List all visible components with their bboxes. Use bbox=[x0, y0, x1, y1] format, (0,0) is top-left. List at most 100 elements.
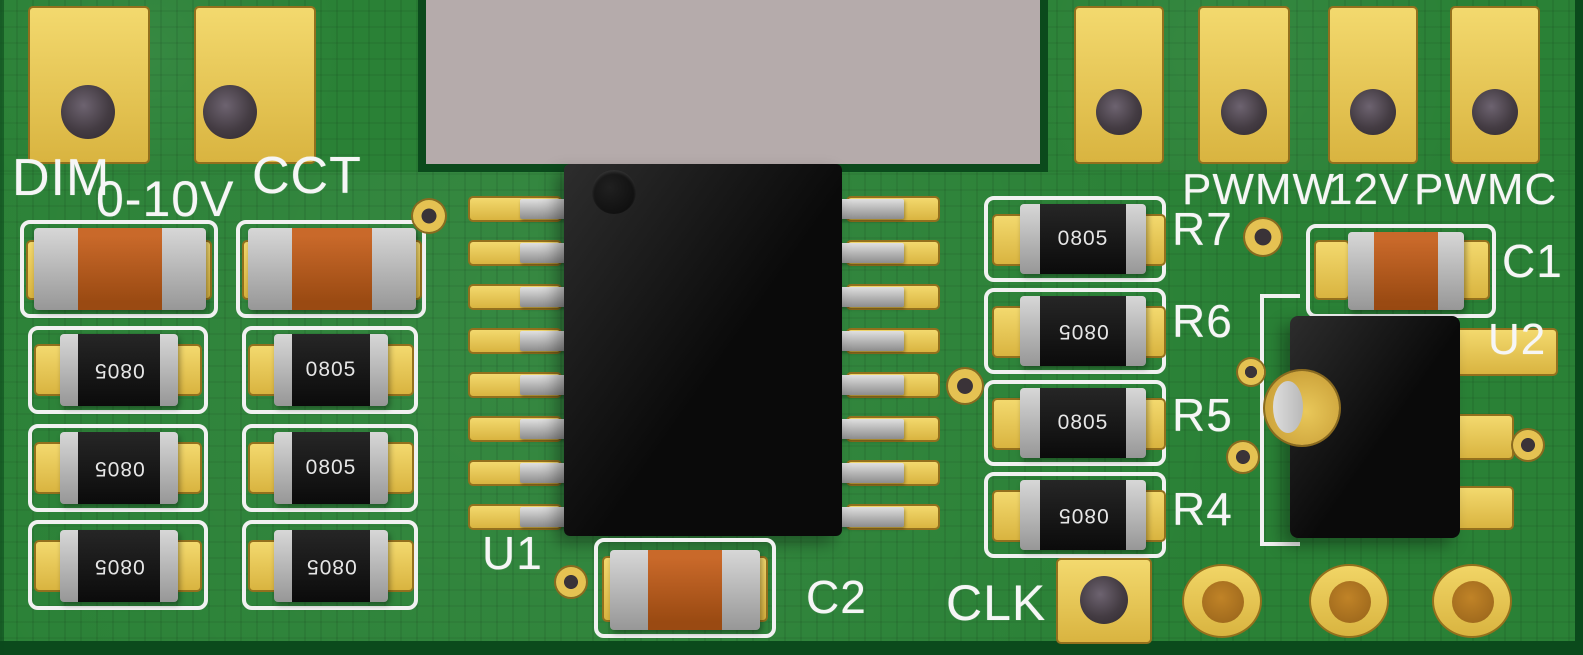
resistor-chip-r7: 0805 bbox=[1020, 204, 1146, 274]
ic-lead bbox=[834, 243, 904, 263]
drill-hole bbox=[203, 85, 257, 139]
board-edge bbox=[0, 0, 4, 655]
chip-marking: 0805 bbox=[1057, 320, 1109, 343]
capacitor-terminal bbox=[722, 550, 760, 630]
label-u2: U2 bbox=[1488, 315, 1547, 364]
silkscreen-outline-resistor bbox=[242, 424, 418, 512]
label-c1: C1 bbox=[1502, 235, 1563, 287]
label-clk: CLK bbox=[946, 575, 1047, 631]
drill-hole bbox=[61, 85, 115, 139]
resistor-terminal bbox=[1126, 204, 1146, 274]
label-cct: CCT bbox=[252, 147, 362, 205]
metal-dome-pad bbox=[1265, 371, 1339, 445]
ic-lead bbox=[834, 419, 904, 439]
resistor-body: 0805 bbox=[292, 432, 370, 504]
resistor-chip: 0805 bbox=[60, 334, 178, 406]
capacitor-terminal bbox=[372, 228, 416, 310]
drill-hole bbox=[1096, 89, 1142, 135]
capacitor-terminal bbox=[610, 550, 648, 630]
capacitor-chip bbox=[610, 550, 760, 630]
resistor-terminal bbox=[274, 432, 292, 504]
oval-pad-center bbox=[1202, 581, 1244, 623]
label-0-10v: 0-10V bbox=[96, 171, 235, 227]
solder-pad bbox=[1314, 240, 1350, 300]
chip-marking: 0805 bbox=[1057, 411, 1109, 434]
resistor-terminal bbox=[1020, 204, 1040, 274]
capacitor-body bbox=[78, 228, 162, 310]
capacitor-terminal bbox=[34, 228, 78, 310]
ic-lead bbox=[834, 507, 904, 527]
ic-lead bbox=[834, 375, 904, 395]
solder-pad-dim-2 bbox=[194, 6, 316, 164]
via bbox=[1228, 442, 1258, 472]
resistor-chip: 0805 bbox=[274, 432, 388, 504]
oval-pad bbox=[1182, 564, 1262, 638]
drill-hole bbox=[1080, 576, 1128, 624]
via bbox=[948, 369, 982, 403]
via bbox=[1245, 219, 1281, 255]
silkscreen-outline-resistor bbox=[242, 326, 418, 414]
resistor-terminal bbox=[274, 530, 292, 602]
resistor-chip: 0805 bbox=[274, 334, 388, 406]
resistor-terminal bbox=[370, 334, 388, 406]
label-pwmw: PWMW bbox=[1182, 165, 1336, 214]
dome-highlight bbox=[1273, 381, 1303, 433]
resistor-body: 0805 bbox=[1040, 388, 1126, 458]
silkscreen-outline-resistor bbox=[28, 424, 208, 512]
ic-lead bbox=[834, 331, 904, 351]
silkscreen-outline-capacitor bbox=[236, 220, 426, 318]
chip-marking: 0805 bbox=[93, 457, 145, 480]
via bbox=[1238, 359, 1264, 385]
ic-lead bbox=[834, 199, 904, 219]
capacitor-terminal bbox=[162, 228, 206, 310]
silkscreen-bracket-u2 bbox=[1260, 294, 1300, 546]
oval-pad-center bbox=[1452, 581, 1494, 623]
resistor-body: 0805 bbox=[78, 432, 160, 504]
label-12v: 12V bbox=[1328, 165, 1410, 214]
oval-pad-center bbox=[1329, 581, 1371, 623]
chip-marking: 0805 bbox=[1057, 504, 1109, 527]
resistor-terminal bbox=[1126, 296, 1146, 366]
resistor-body: 0805 bbox=[1040, 204, 1126, 274]
capacitor-chip bbox=[248, 228, 416, 310]
chip-marking: 0805 bbox=[93, 555, 145, 578]
resistor-terminal bbox=[1020, 480, 1040, 550]
silkscreen-outline-capacitor bbox=[20, 220, 218, 318]
capacitor-chip-c1 bbox=[1348, 232, 1464, 310]
drill-hole bbox=[1472, 89, 1518, 135]
solder-pad-pwmw bbox=[1074, 6, 1164, 164]
resistor-terminal bbox=[370, 432, 388, 504]
resistor-chip: 0805 bbox=[60, 530, 178, 602]
resistor-body: 0805 bbox=[292, 334, 370, 406]
resistor-body: 0805 bbox=[1040, 480, 1126, 550]
ic-lead bbox=[834, 287, 904, 307]
resistor-terminal bbox=[60, 432, 78, 504]
solder-pad bbox=[1452, 414, 1514, 460]
resistor-terminal bbox=[160, 432, 178, 504]
silkscreen-outline-resistor bbox=[28, 326, 208, 414]
capacitor-chip bbox=[34, 228, 206, 310]
chip-marking: 0805 bbox=[305, 456, 357, 479]
resistor-terminal bbox=[274, 334, 292, 406]
capacitor-terminal bbox=[1438, 232, 1464, 310]
board-edge bbox=[1040, 0, 1048, 172]
capacitor-body bbox=[292, 228, 372, 310]
chip-marking: 0805 bbox=[305, 555, 357, 578]
ic-lead bbox=[834, 463, 904, 483]
resistor-terminal bbox=[60, 334, 78, 406]
label-r5: R5 bbox=[1172, 389, 1233, 441]
silkscreen-outline-capacitor bbox=[594, 538, 776, 638]
capacitor-terminal bbox=[248, 228, 292, 310]
resistor-terminal bbox=[1126, 480, 1146, 550]
via bbox=[413, 200, 445, 232]
resistor-chip-r5: 0805 bbox=[1020, 388, 1146, 458]
solder-pad-12v bbox=[1198, 6, 1290, 164]
silkscreen-outline-resistor bbox=[28, 520, 208, 610]
solder-pad-aux bbox=[1450, 6, 1540, 164]
resistor-body: 0805 bbox=[1040, 296, 1126, 366]
label-dim: DIM bbox=[12, 149, 111, 207]
resistor-chip: 0805 bbox=[60, 432, 178, 504]
resistor-body: 0805 bbox=[78, 530, 160, 602]
label-r7: R7 bbox=[1172, 203, 1233, 255]
